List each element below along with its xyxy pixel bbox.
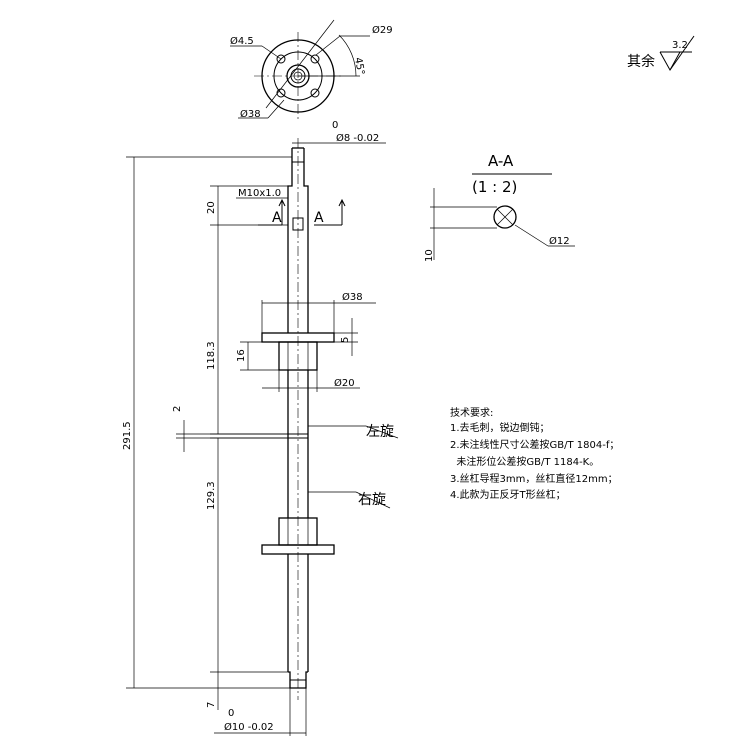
- note-item: 4.此款为正反牙T形丝杠；: [450, 488, 566, 501]
- flange-hole: [310, 88, 320, 98]
- thread-label: M10x1.0: [238, 188, 281, 199]
- top-end-upper-dev: 0: [332, 120, 338, 131]
- dimension-lines: 0 Ø8 -0.02 M10x1.0 A A 20 Ø38 5 16: [122, 120, 386, 736]
- angle-label: 45°: [352, 57, 366, 76]
- len-7-label: 7: [206, 702, 217, 708]
- right-hand-label: 右旋: [358, 492, 386, 508]
- thread-callouts: 左旋 右旋: [308, 424, 399, 509]
- section-a-a: A-A (1 : 2) Ø12 10: [424, 152, 575, 262]
- flange-hole: [310, 54, 320, 64]
- total-length-label: 291.5: [122, 421, 133, 450]
- nut-16-label: 16: [236, 349, 247, 362]
- roughness-label: 其余: [627, 53, 655, 70]
- bottom-end-dia: Ø10 -0.02: [224, 721, 274, 733]
- section-mark-left: A: [272, 210, 282, 226]
- note-item: 1.去毛刺，锐边倒钝；: [450, 421, 550, 434]
- left-hand-label: 左旋: [366, 424, 394, 440]
- section-scale: (1 : 2): [472, 178, 517, 196]
- roughness-value: 3.2: [672, 40, 688, 51]
- len-129-label: 129.3: [206, 481, 217, 510]
- nut-5-label: 5: [340, 337, 351, 343]
- section-mark-right: A: [314, 210, 324, 226]
- len-20-label: 20: [206, 201, 217, 214]
- note-item: 2.未注线性尺寸公差按GB/T 1804-f；: [450, 438, 619, 451]
- len-118-label: 118.3: [206, 341, 217, 370]
- note-item: 未注形位公差按GB/T 1184-K。: [450, 455, 599, 468]
- section-flat-label: 10: [424, 249, 435, 262]
- nut-flange-dia: Ø38: [342, 291, 363, 303]
- bolt-circle-label: Ø38: [240, 108, 261, 120]
- section-title: A-A: [488, 152, 514, 170]
- gap-label: 2: [172, 406, 183, 412]
- top-end-dia: Ø8 -0.02: [336, 132, 379, 144]
- section-dia-label: Ø12: [549, 235, 570, 247]
- outer-dia-label: Ø29: [372, 24, 393, 36]
- flange-top-view: Ø4.5 Ø29 Ø38 45°: [230, 19, 393, 120]
- hole-dia-label: Ø4.5: [230, 35, 254, 47]
- flange-hole: [276, 54, 286, 64]
- nut-body-dia: Ø20: [334, 377, 355, 389]
- bottom-end-upper-dev: 0: [228, 708, 234, 719]
- shaft-main-view: [261, 138, 335, 700]
- note-item: 3.丝杠导程3mm，丝杠直径12mm；: [450, 472, 618, 485]
- roughness-symbol: 其余 3.2: [627, 35, 695, 72]
- notes-title: 技术要求:: [450, 406, 493, 419]
- technical-requirements: 技术要求: 1.去毛刺，锐边倒钝； 2.未注线性尺寸公差按GB/T 1804-f…: [450, 406, 619, 501]
